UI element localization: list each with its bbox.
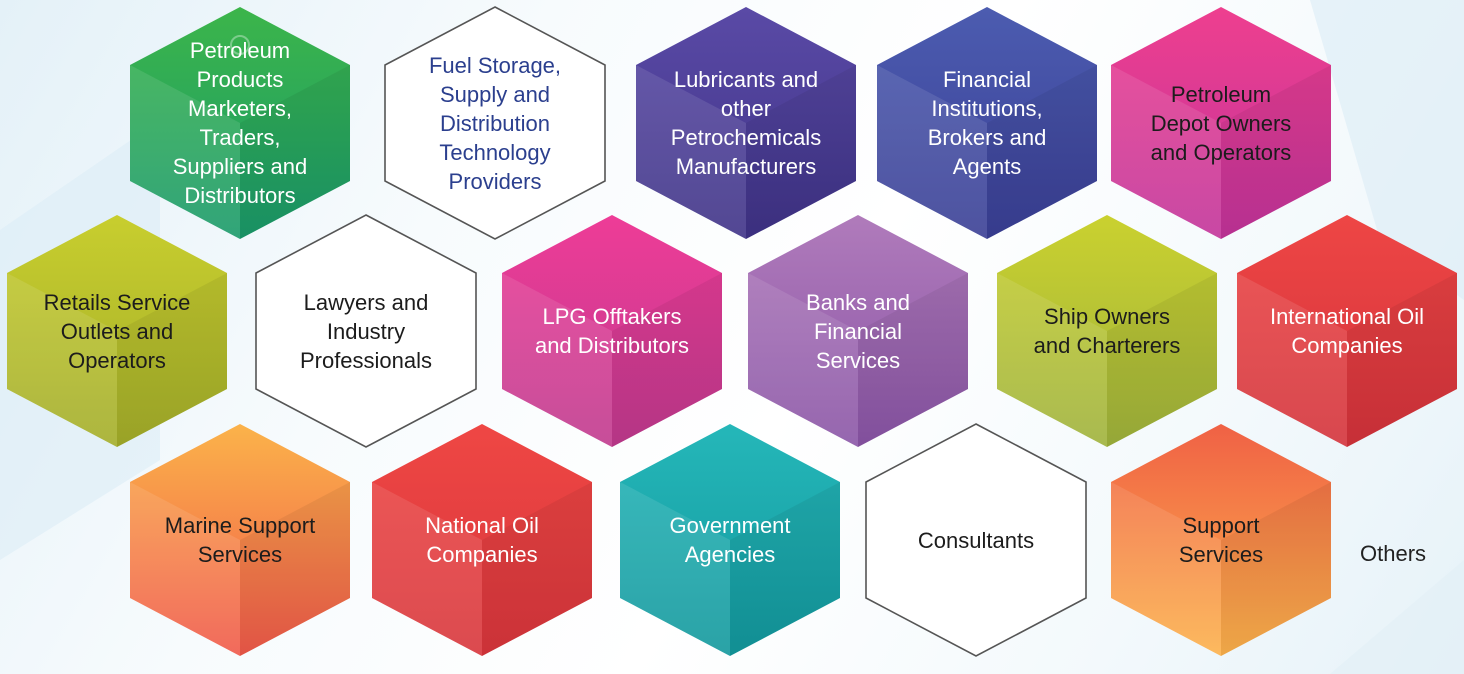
hex-lpg-offtakers: LPG Offtakers and Distributors <box>502 215 722 447</box>
hex-fill <box>7 215 227 447</box>
hex-facet-left <box>620 482 730 656</box>
hex-facet-right <box>1107 273 1217 447</box>
hex-banks-financial-services: Banks and Financial Services <box>748 215 968 447</box>
hex-shape <box>384 6 606 240</box>
hex-facet-left <box>1237 273 1347 447</box>
hex-facet-left <box>130 482 240 656</box>
hex-fuel-storage-technology-providers: Fuel Storage, Supply and Distribution Te… <box>384 6 606 240</box>
hex-fill <box>502 215 722 447</box>
hex-facet-left <box>877 65 987 239</box>
hex-facet-left <box>1111 65 1221 239</box>
hex-facet-right <box>858 273 968 447</box>
hex-facet-right <box>1347 273 1457 447</box>
hex-facet-left <box>748 273 858 447</box>
hex-facet-right <box>482 482 592 656</box>
hex-consultants: Consultants <box>865 423 1087 657</box>
hex-facet-right <box>1221 65 1331 239</box>
hex-fill <box>620 424 840 656</box>
hex-shape <box>877 7 1097 239</box>
hex-shape <box>1111 7 1331 239</box>
hex-fill <box>1237 215 1457 447</box>
hex-fill <box>865 423 1087 657</box>
hex-petroleum-depot-owners: Petroleum Depot Owners and Operators <box>1111 7 1331 239</box>
hex-facet-right <box>746 65 856 239</box>
hex-fill <box>255 214 477 448</box>
hex-facet-right <box>612 273 722 447</box>
hex-facet-right <box>240 482 350 656</box>
hex-facet-right <box>987 65 1097 239</box>
hex-shape <box>748 215 968 447</box>
hex-lawyers-professionals: Lawyers and Industry Professionals <box>255 214 477 448</box>
hex-shape <box>997 215 1217 447</box>
hex-facet-left <box>997 273 1107 447</box>
hex-fill <box>130 7 350 239</box>
hex-shape <box>1111 424 1331 656</box>
hex-facet-left <box>1111 482 1221 656</box>
hex-shape <box>7 215 227 447</box>
hex-facet-left <box>502 273 612 447</box>
hex-shape <box>255 214 477 448</box>
hex-marine-support-services: Marine Support Services <box>130 424 350 656</box>
hex-shape <box>620 424 840 656</box>
hex-petroleum-products-marketers: Petroleum Products Marketers, Traders, S… <box>130 7 350 239</box>
hex-international-oil-companies: International Oil Companies <box>1237 215 1457 447</box>
hex-fill <box>997 215 1217 447</box>
hex-lubricants-manufacturers: Lubricants and other Petrochemicals Manu… <box>636 7 856 239</box>
hex-shape <box>636 7 856 239</box>
hex-shape <box>1237 215 1457 447</box>
hex-ship-owners: Ship Owners and Charterers <box>997 215 1217 447</box>
hex-shape <box>372 424 592 656</box>
hex-support-services: Support Services <box>1111 424 1331 656</box>
hex-facet-left <box>130 65 240 239</box>
hex-shape <box>130 7 350 239</box>
hex-fill <box>384 6 606 240</box>
hex-retail-service-outlets: Retails Service Outlets and Operators <box>7 215 227 447</box>
hex-fill <box>372 424 592 656</box>
hex-fill <box>748 215 968 447</box>
hex-facet-right <box>240 65 350 239</box>
hex-facet-left <box>636 65 746 239</box>
hex-shape <box>502 215 722 447</box>
hex-government-agencies: Government Agencies <box>620 424 840 656</box>
hex-shape <box>865 423 1087 657</box>
hex-shape <box>130 424 350 656</box>
hex-facet-right <box>1221 482 1331 656</box>
others-label: Others <box>1360 541 1427 566</box>
hex-financial-institutions: Financial Institutions, Brokers and Agen… <box>877 7 1097 239</box>
hex-facet-right <box>730 482 840 656</box>
lightbulb-icon <box>230 35 250 55</box>
hex-fill <box>877 7 1097 239</box>
hex-fill <box>130 424 350 656</box>
hex-facet-left <box>7 273 117 447</box>
hex-fill <box>1111 424 1331 656</box>
hex-national-oil-companies: National Oil Companies <box>372 424 592 656</box>
hex-facet-right <box>117 273 227 447</box>
hex-fill <box>636 7 856 239</box>
hex-facet-left <box>372 482 482 656</box>
hex-fill <box>1111 7 1331 239</box>
